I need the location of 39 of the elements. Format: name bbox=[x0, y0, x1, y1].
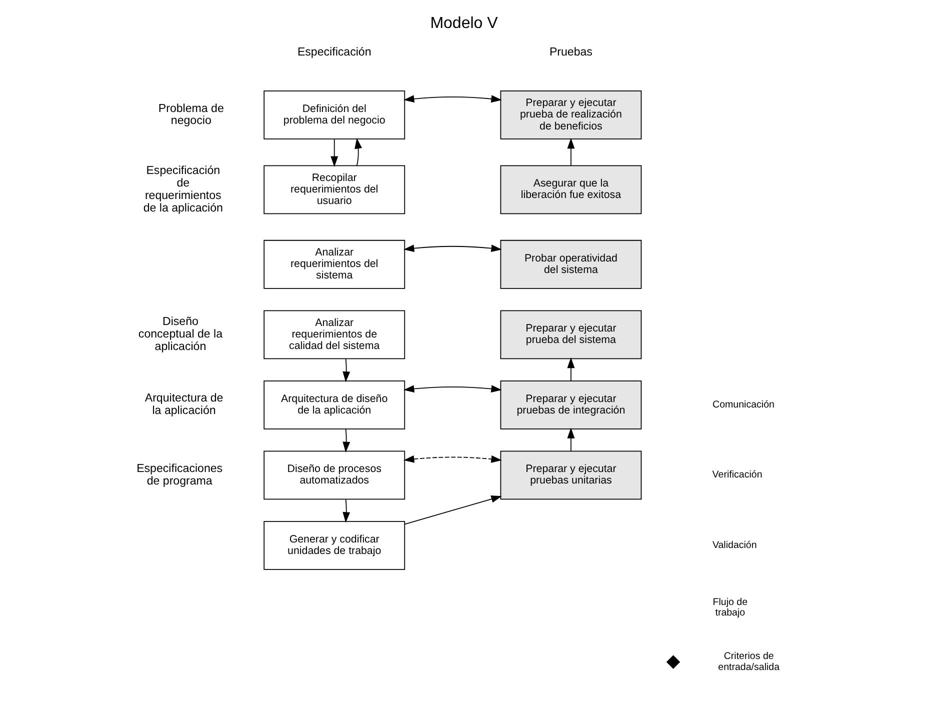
legend-label: Criterios de entrada/salida bbox=[718, 651, 780, 673]
node-box: Generar y codificar unidades de trabajo bbox=[264, 521, 406, 570]
legend-label: Validación bbox=[712, 540, 757, 551]
node-box: Probar operatividad del sistema bbox=[500, 240, 642, 289]
node-box: Preparar y ejecutar prueba del sistema bbox=[500, 310, 642, 360]
legend-label: Verificación bbox=[712, 470, 762, 481]
node-box: Arquitectura de diseño de la aplicación bbox=[264, 380, 406, 430]
node-box: Preparar y ejecutar pruebas de integración bbox=[500, 380, 642, 430]
node-box: Definición del problema del negocio bbox=[264, 90, 406, 140]
arrow bbox=[342, 428, 350, 452]
arrow bbox=[404, 455, 502, 463]
arrow bbox=[404, 95, 502, 103]
label: Especificaciones de programa bbox=[136, 462, 223, 488]
label: Especificación de requerimientos de la aplicación bbox=[143, 165, 223, 214]
arrow bbox=[342, 358, 350, 382]
diagram-title: Modelo V bbox=[430, 15, 498, 32]
legend-label: Flujo de trabajo bbox=[712, 596, 748, 619]
arrow bbox=[567, 428, 575, 452]
node-box: Analizar requerimientos del sistema bbox=[264, 240, 406, 289]
label: Especificación bbox=[297, 46, 372, 59]
arrow bbox=[404, 244, 502, 252]
legend-label: Comunicación bbox=[712, 399, 774, 410]
arrow bbox=[354, 138, 362, 166]
label: Arquitectura de la aplicación bbox=[144, 392, 224, 418]
arrow bbox=[404, 385, 502, 393]
label: Pruebas bbox=[549, 46, 592, 59]
arrow bbox=[342, 498, 350, 523]
node-box: Asegurar que la liberación fue exitosa bbox=[500, 165, 642, 214]
node-box: Analizar requerimientos de calidad del sistema bbox=[264, 310, 406, 360]
arrow bbox=[404, 495, 502, 525]
arrow bbox=[567, 138, 575, 166]
label: Problema de negocio bbox=[158, 102, 224, 128]
node-box: Preparar y ejecutar prueba de realización de beneficios bbox=[500, 90, 642, 140]
label: Diseño conceptual de la aplicación bbox=[138, 316, 223, 354]
node-box: Diseño de procesos automatizados bbox=[264, 450, 406, 500]
node-box: Recopilar requerimientos del usuario bbox=[264, 165, 406, 214]
arrow bbox=[567, 357, 575, 382]
node-box: Preparar y ejecutar pruebas unitarias bbox=[500, 450, 642, 500]
arrow bbox=[330, 138, 338, 167]
